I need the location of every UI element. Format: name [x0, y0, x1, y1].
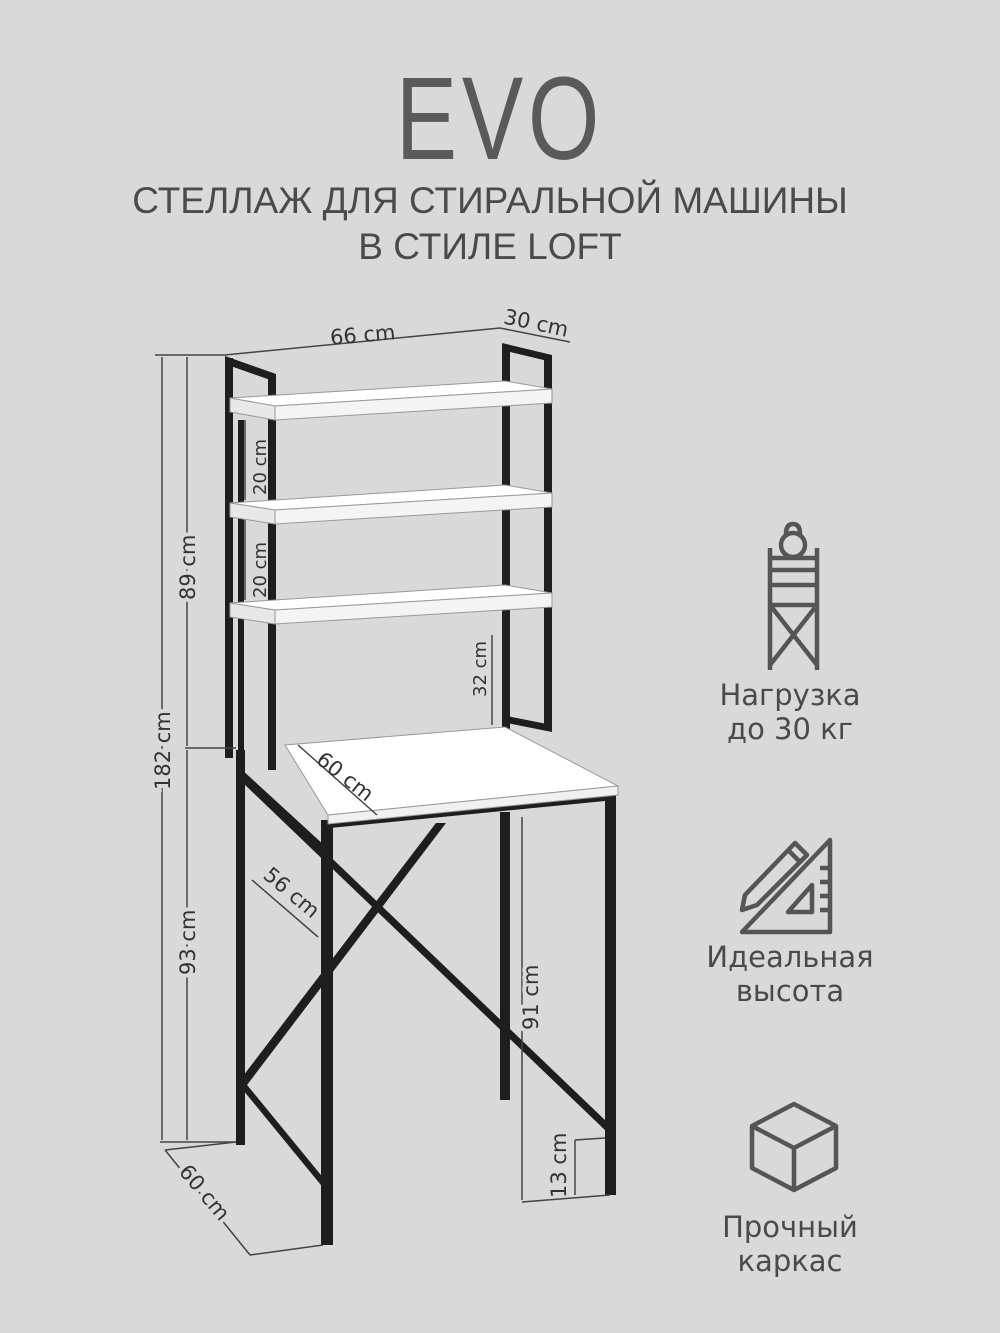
dim-89: 89 cm: [176, 535, 200, 600]
feature-height: Идеальная высота: [690, 940, 890, 1008]
kettlebell-rack-icon: [767, 521, 820, 670]
product-subtitle: СТЕЛЛАЖ ДЛЯ СТИРАЛЬНОЙ МАШИНЫ В СТИЛЕ LO…: [0, 178, 980, 270]
feature-frame: Прочный каркас: [690, 1210, 890, 1278]
feature-height-line2: высота: [735, 974, 845, 1008]
front-left-leg: [321, 820, 333, 1245]
feature-load-line2: до 30 кг: [727, 712, 853, 746]
dimension-lines: [155, 327, 611, 1256]
cross-brace-b: [240, 823, 446, 1085]
dim-93: 93 cm: [176, 910, 200, 975]
feature-load: Нагрузка до 30 кг: [690, 678, 890, 746]
subtitle-line-2: В СТИЛЕ LOFT: [358, 226, 622, 267]
cube-icon: [749, 1101, 839, 1193]
back-right-leg: [500, 812, 510, 1100]
brand-title: EVO: [395, 53, 605, 185]
front-right-leg: [605, 790, 616, 1195]
feature-frame-line2: каркас: [737, 1244, 843, 1278]
feature-height-line1: Идеальная: [706, 940, 874, 974]
upper-left-top-rail: [225, 356, 276, 382]
back-left-leg: [236, 750, 245, 1145]
dim-32: 32 cm: [470, 641, 491, 697]
upper-left-front-post: [268, 376, 276, 770]
left-bottom-rail: [243, 1080, 325, 1190]
upper-right-bottom-rail: [502, 715, 552, 732]
cross-brace-a: [242, 772, 607, 1132]
dim-60-base: 60 cm: [174, 1160, 234, 1226]
dim-20-a: 20 cm: [250, 439, 271, 495]
dim-30: 30 cm: [502, 305, 571, 342]
shelves: [229, 380, 620, 825]
inner-left-post: [238, 420, 244, 750]
dim-13: 13 cm: [547, 1133, 571, 1198]
upper-right-back-post: [502, 345, 510, 730]
upper-right-top-rail: [502, 343, 552, 362]
pencil-triangle-ruler-icon: [739, 837, 833, 935]
upper-right-front-post: [544, 355, 552, 730]
feature-load-line1: Нагрузка: [719, 678, 861, 712]
dim-66: 66 cm: [329, 320, 396, 350]
dim-91: 91 cm: [519, 965, 543, 1030]
upper-left-back-post: [225, 358, 233, 758]
feature-frame-line1: Прочный: [722, 1210, 858, 1244]
subtitle-line-1: СТЕЛЛАЖ ДЛЯ СТИРАЛЬНОЙ МАШИНЫ: [132, 180, 848, 221]
dim-20-b: 20 cm: [250, 542, 271, 598]
dim-182: 182 cm: [151, 711, 175, 790]
